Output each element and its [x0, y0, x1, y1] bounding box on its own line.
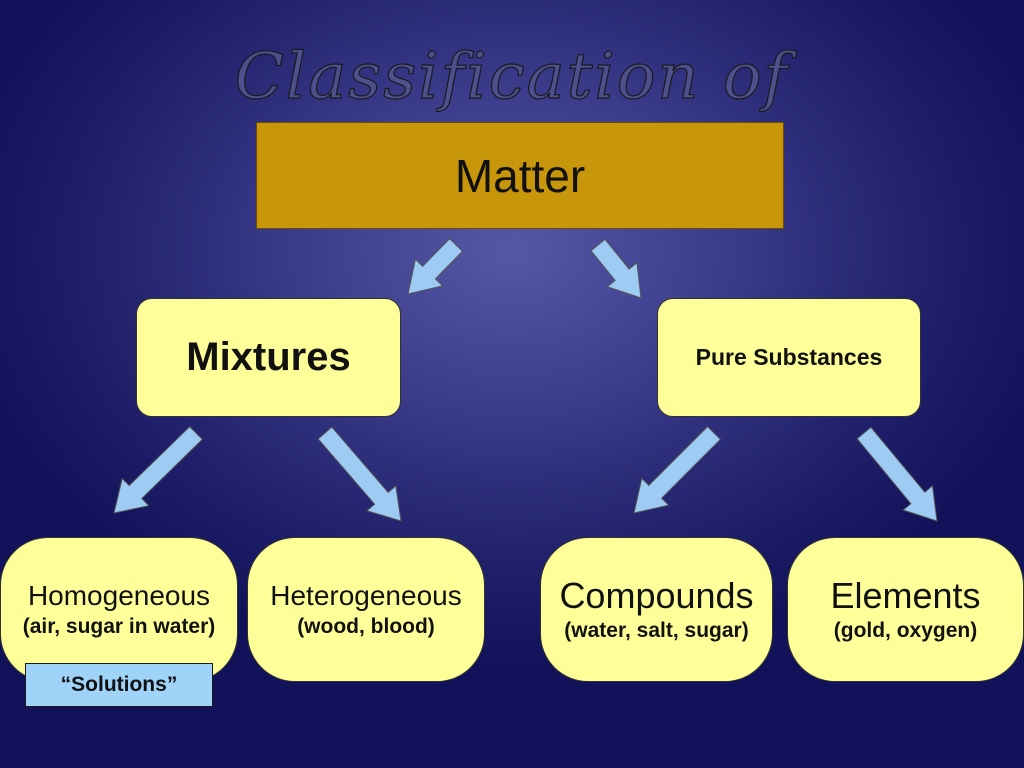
heterogeneous-label: Heterogeneous	[270, 579, 462, 611]
compounds-examples: (water, salt, sugar)	[564, 618, 749, 642]
pure-substances-node: Pure Substances	[657, 298, 921, 417]
compounds-label: Compounds	[559, 574, 754, 616]
arrow-matter-to-mixtures	[407, 237, 464, 295]
elements-node: Elements (gold, oxygen)	[787, 537, 1024, 682]
solutions-note: “Solutions”	[25, 663, 213, 707]
homogeneous-label: Homogeneous	[27, 579, 211, 611]
mixtures-node: Mixtures	[136, 298, 401, 417]
elements-examples: (gold, oxygen)	[833, 618, 978, 642]
homogeneous-node: Homogeneous (air, sugar in water)	[0, 537, 238, 682]
elements-label: Elements	[830, 574, 981, 616]
homogeneous-examples: (air, sugar in water)	[22, 614, 216, 638]
compounds-node: Compounds (water, salt, sugar)	[540, 537, 773, 682]
matter-box: Matter	[256, 122, 784, 229]
slide-title: Classification of	[234, 39, 790, 114]
arrow-pure-to-compounds	[633, 425, 722, 514]
arrow-matter-to-pure	[590, 238, 642, 299]
arrow-pure-to-elements	[856, 426, 938, 522]
heterogeneous-node: Heterogeneous (wood, blood)	[247, 537, 485, 682]
arrow-mixtures-to-homo	[113, 425, 204, 514]
arrow-mixtures-to-hetero	[317, 426, 402, 522]
heterogeneous-examples: (wood, blood)	[297, 614, 435, 638]
